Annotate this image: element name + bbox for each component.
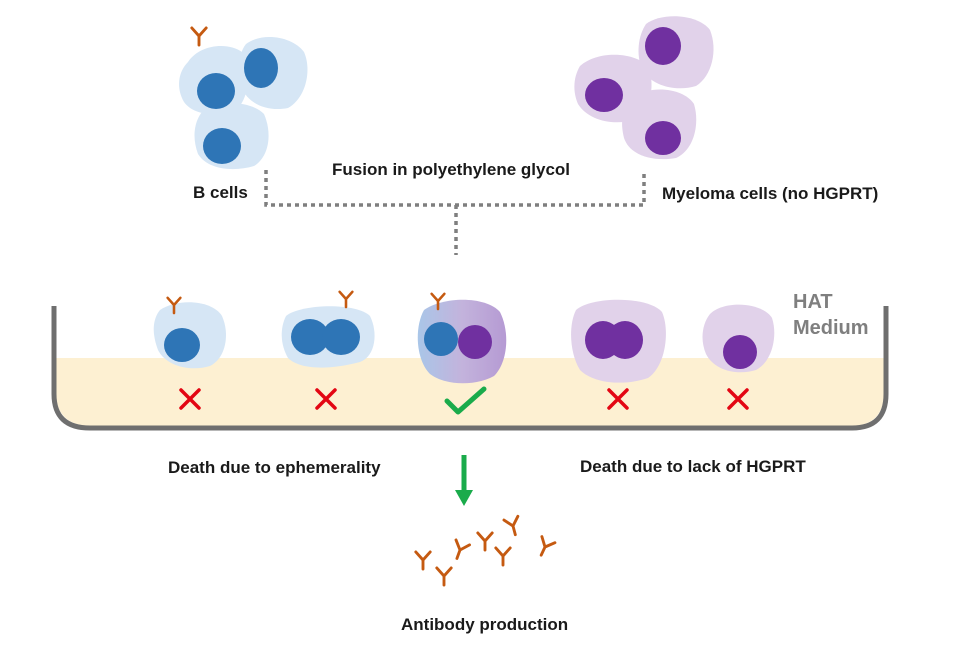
death-ephemerality-label: Death due to ephemerality (168, 458, 381, 477)
dish-myeloma-cell (702, 304, 775, 373)
hat-label-line1: HAT (793, 291, 833, 313)
antibody-icon (435, 566, 453, 587)
dish-hybridoma (417, 292, 507, 384)
myeloma-nucleus (723, 335, 757, 369)
antibody-icon (533, 535, 557, 560)
antibody-icon (502, 514, 524, 539)
culture-dish (51, 306, 889, 431)
myeloma-nucleus (645, 27, 681, 65)
antibody-icon (414, 550, 432, 571)
b-cell-nucleus (244, 48, 278, 88)
myeloma-nucleus (585, 78, 623, 112)
myeloma-cells-cluster (574, 16, 714, 160)
myeloma-nucleus (458, 325, 492, 359)
fusion-label: Fusion in polyethylene glycol (332, 160, 571, 179)
dish-b-b-fusion (281, 290, 375, 368)
b-cell-nucleus (197, 73, 235, 109)
antibody-icon (338, 290, 354, 309)
cross-icon (315, 388, 337, 410)
b-cell-nucleus (164, 328, 200, 362)
arrow-down-icon (455, 455, 473, 506)
check-icon (444, 386, 487, 415)
b-cell-nucleus (424, 322, 458, 356)
b-cell-nucleus (203, 128, 241, 164)
antibody-icon (190, 26, 208, 47)
cross-icon (727, 388, 749, 410)
fusion-connector (264, 170, 646, 255)
antibodies-produced (414, 514, 557, 587)
b-cells-label: B cells (193, 183, 248, 202)
dish-myeloma-myeloma-fusion (571, 299, 666, 383)
myeloma-nucleus (607, 321, 643, 359)
hat-medium-fill (56, 358, 884, 426)
hat-label-line2: Medium (793, 317, 869, 339)
hat-medium-label: HAT Medium (793, 289, 869, 341)
b-cell-nucleus (291, 319, 329, 355)
myeloma-nucleus (645, 121, 681, 155)
antibody-icon (494, 546, 512, 567)
antibody-production-label: Antibody production (401, 615, 569, 634)
cross-icon (607, 388, 629, 410)
b-cell-nucleus (322, 319, 360, 355)
cross-icon (179, 388, 201, 410)
death-hgprt-label: Death due to lack of HGPRT (580, 457, 806, 476)
b-cells-cluster (179, 26, 308, 170)
myeloma-label: Myeloma cells (no HGPRT) (662, 184, 879, 203)
antibody-icon (448, 538, 471, 563)
dish-b-cell (153, 296, 226, 369)
dish-outline (51, 306, 889, 431)
antibody-icon (476, 531, 494, 552)
